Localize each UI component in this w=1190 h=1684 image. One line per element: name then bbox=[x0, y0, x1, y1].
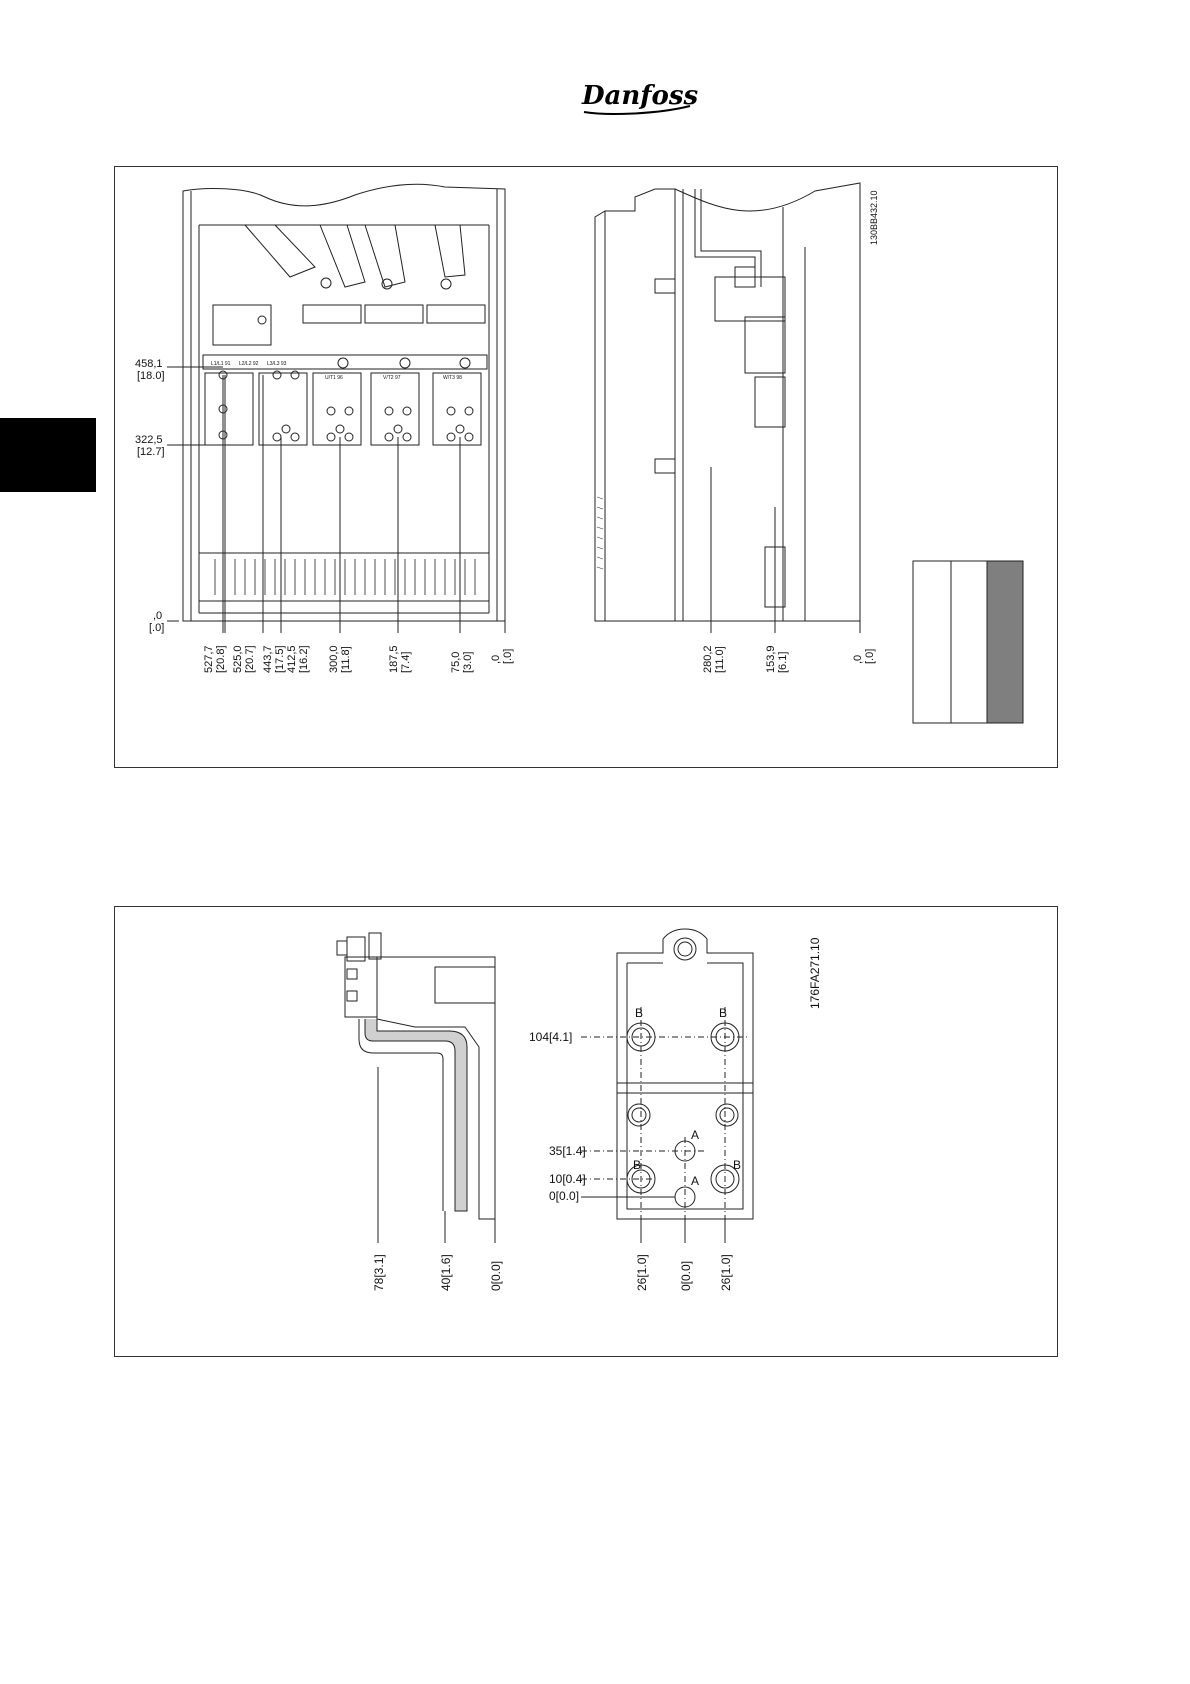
hdim-443-mm: 443,7 bbox=[262, 645, 274, 673]
hole-label-b1: B bbox=[635, 1006, 643, 1020]
hdim-75-in: [3.0] bbox=[462, 652, 474, 673]
side-hdim-280-in: [11.0] bbox=[714, 646, 726, 673]
legend-box bbox=[912, 560, 1024, 724]
hdim-525-in: [20.7] bbox=[244, 645, 256, 673]
hole-label-b2: B bbox=[719, 1006, 727, 1020]
figure-terminal-locations: L1/L1 91 L2/L2 92 L3/L3 93 U/T1 96 V/T2 … bbox=[114, 166, 1058, 768]
sdim-40: 40[1.6] bbox=[439, 1254, 453, 1291]
vdim-322-in: [12.7] bbox=[137, 446, 165, 458]
vdim-458-mm: 458,1 bbox=[135, 358, 163, 370]
figure-terminal-dimensions: B B A B B A 104[4.1] 35[1.4] 10[0.4] 0[0… bbox=[114, 906, 1058, 1357]
vdim-0-mm: ,0 bbox=[153, 610, 162, 622]
vdim-0-in: [.0] bbox=[149, 622, 164, 634]
svg-text:Danfoss: Danfoss bbox=[581, 81, 698, 111]
drawing-code-2: 176FA271.10 bbox=[808, 937, 822, 1009]
fdim-10: 10[0.4] bbox=[549, 1172, 586, 1186]
hdim-412-mm: 412,5 bbox=[286, 645, 298, 673]
side-hdim-0-mm: ,0 bbox=[852, 655, 864, 664]
vdim-458-in: [18.0] bbox=[137, 370, 165, 382]
fdim-35: 35[1.4] bbox=[549, 1144, 586, 1158]
hdim-187-in: [7.4] bbox=[400, 652, 412, 673]
vdim-322-mm: 322,5 bbox=[135, 434, 163, 446]
hole-label-b3: B bbox=[633, 1158, 641, 1172]
fhdim-26-left: 26[1.0] bbox=[635, 1254, 649, 1291]
hdim-527-in: [20.8] bbox=[215, 645, 227, 673]
side-hdim-0-in: [.0] bbox=[864, 649, 876, 664]
side-hdim-153-in: [6.1] bbox=[777, 652, 789, 673]
side-hdim-280-mm: 280,2 bbox=[702, 645, 714, 673]
sdim-0: 0[0.0] bbox=[489, 1261, 503, 1291]
hdim-75-mm: 75,0 bbox=[450, 652, 462, 673]
drawing-code-1: 130BB432.10 bbox=[869, 190, 879, 245]
fdim-104: 104[4.1] bbox=[529, 1030, 572, 1044]
terminal-label-w: W/T3 98 bbox=[443, 375, 462, 381]
terminal-label-v: V/T2 97 bbox=[383, 375, 401, 381]
hdim-443-in: [17.5] bbox=[274, 645, 286, 673]
hdim-412-in: [16.2] bbox=[298, 645, 310, 673]
hdim-0-mm: ,0 bbox=[490, 655, 502, 664]
fdim-0: 0[0.0] bbox=[549, 1189, 579, 1203]
terminal-label-u: U/T1 96 bbox=[325, 375, 343, 381]
hdim-527-mm: 527,7 bbox=[203, 645, 215, 673]
hdim-300-mm: 300,0 bbox=[328, 645, 340, 673]
terminal-label-l3: L3/L3 93 bbox=[267, 361, 287, 367]
hdim-187-mm: 187,5 bbox=[388, 645, 400, 673]
hole-label-a2: A bbox=[691, 1174, 699, 1188]
terminal-label-l1: L1/L1 91 bbox=[211, 361, 231, 367]
hdim-0-in: [.0] bbox=[502, 649, 514, 664]
chapter-tab bbox=[0, 418, 96, 492]
side-hdim-153-mm: 153,9 bbox=[765, 645, 777, 673]
danfoss-logo: Danfoss bbox=[581, 81, 698, 115]
hdim-525-mm: 525,0 bbox=[232, 645, 244, 673]
fhdim-26-right: 26[1.0] bbox=[719, 1254, 733, 1291]
fhdim-0: 0[0.0] bbox=[679, 1261, 693, 1291]
hole-label-a1: A bbox=[691, 1128, 699, 1142]
terminal-label-l2: L2/L2 92 bbox=[239, 361, 259, 367]
sdim-78: 78[3.1] bbox=[372, 1254, 386, 1291]
hole-label-b4: B bbox=[733, 1158, 741, 1172]
hdim-300-in: [11.8] bbox=[340, 646, 352, 673]
